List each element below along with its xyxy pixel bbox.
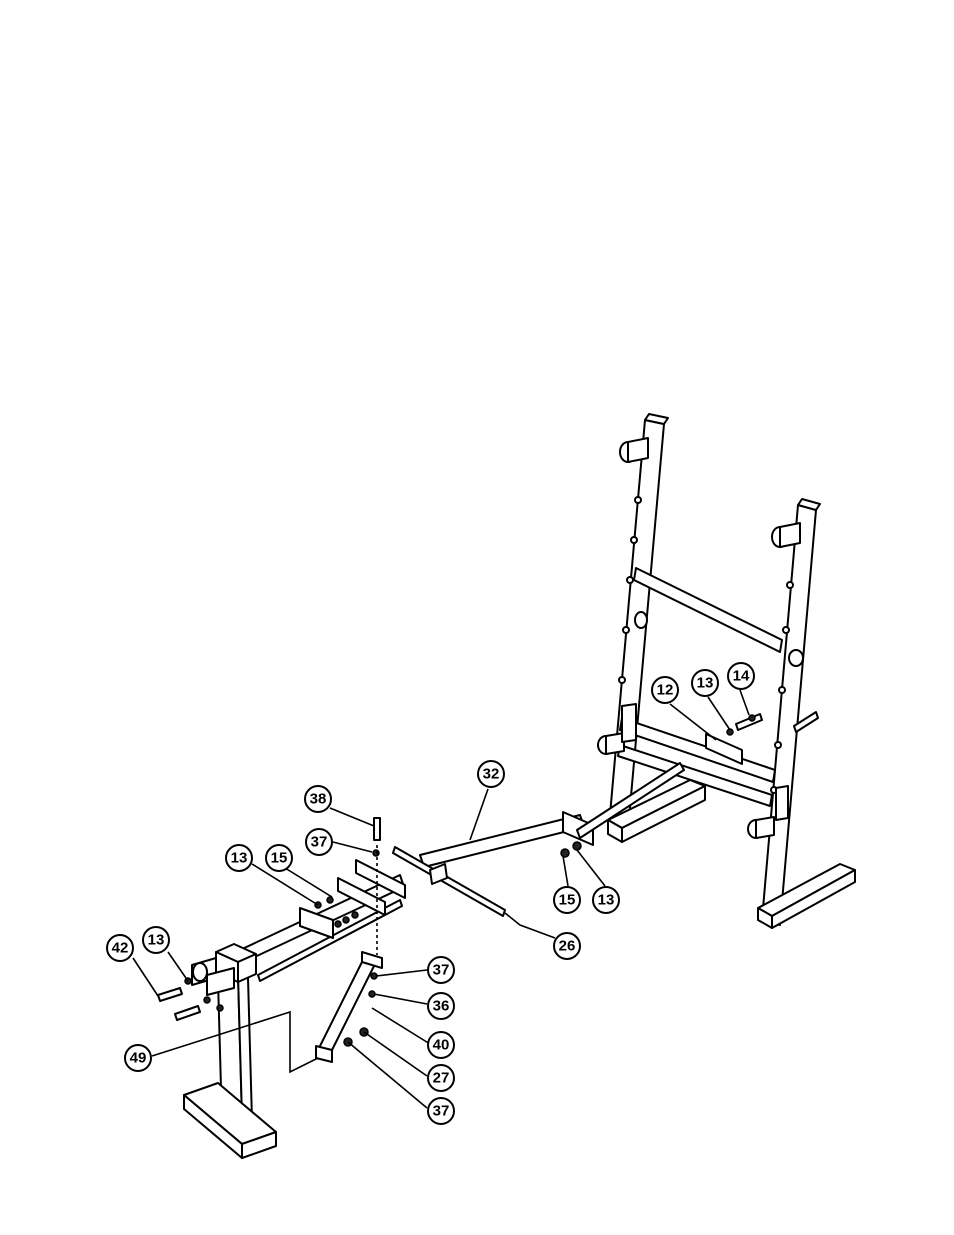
callout-13-left: 13 [226,845,252,871]
svg-text:13: 13 [148,932,165,949]
callout-49: 49 [125,1045,151,1071]
svg-text:15: 15 [559,892,576,909]
rear-upright-frame [598,414,855,928]
svg-text:26: 26 [559,938,576,955]
callout-14: 14 [728,663,754,689]
svg-text:13: 13 [231,850,248,867]
callout-42: 42 [107,935,133,961]
svg-text:12: 12 [657,682,674,699]
callout-40: 40 [428,1032,454,1058]
support-strut [316,952,382,1062]
svg-text:38: 38 [310,791,327,808]
svg-text:14: 14 [733,668,750,685]
callout-37-mid: 37 [428,957,454,983]
callout-26: 26 [554,933,580,959]
callout-13-mid: 13 [593,887,619,913]
svg-text:36: 36 [433,998,450,1015]
callout-37-bottom: 37 [428,1098,454,1124]
svg-text:42: 42 [112,940,129,957]
svg-text:37: 37 [433,962,450,979]
svg-text:13: 13 [598,892,615,909]
callout-13-right: 13 [692,670,718,696]
callout-15-left: 15 [266,845,292,871]
callout-36: 36 [428,993,454,1019]
svg-text:32: 32 [483,766,500,783]
callout-12: 12 [652,677,678,703]
callout-15-right: 15 [554,887,580,913]
svg-text:37: 37 [311,834,328,851]
callout-38: 38 [305,786,331,812]
svg-text:13: 13 [697,675,714,692]
callout-27: 27 [428,1065,454,1091]
callout-32: 32 [478,761,504,787]
svg-text:49: 49 [130,1050,147,1067]
bolt-38 [373,818,380,856]
svg-text:27: 27 [433,1070,450,1087]
callout-37-top: 37 [306,829,332,855]
svg-text:40: 40 [433,1037,450,1054]
callout-13-front: 13 [143,927,169,953]
svg-text:15: 15 [271,850,288,867]
svg-text:37: 37 [433,1103,450,1120]
front-leg-assembly [158,860,405,1158]
